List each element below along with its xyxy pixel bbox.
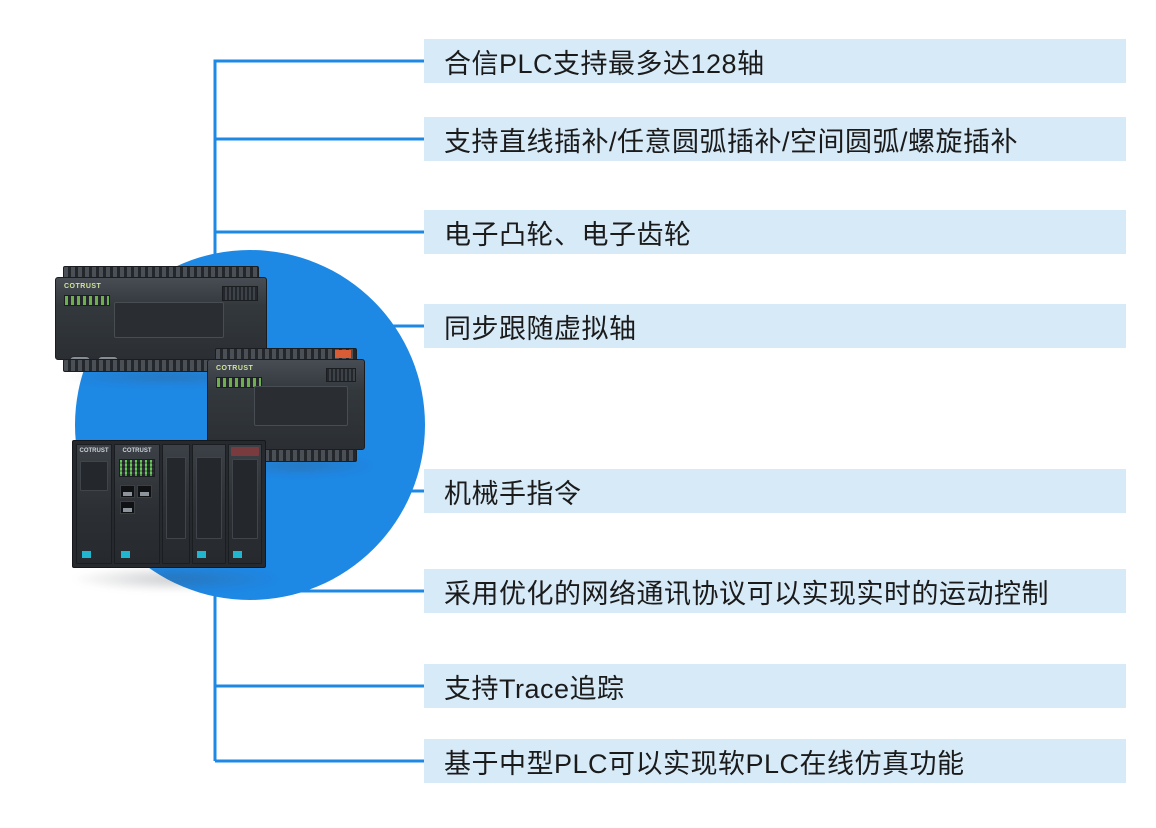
brand-label: COTRUST	[122, 448, 152, 454]
feature-bar-4: 同步跟随虚拟轴	[424, 304, 1126, 348]
ethernet-port-icon	[120, 501, 135, 514]
connector-top-group	[213, 59, 424, 254]
feature-label: 电子凸轮、电子齿轮	[444, 219, 692, 250]
feature-label: 同步跟随虚拟轴	[444, 313, 637, 344]
rack-module-power: COTRUST	[76, 444, 112, 564]
cyan-accent-chip	[197, 551, 206, 558]
device-reflection	[70, 566, 280, 592]
feature-bar-8: 基于中型PLC可以实现软PLC在线仿真功能	[424, 739, 1126, 783]
feature-label: 机械手指令	[444, 478, 582, 509]
feature-label: 采用优化的网络通讯协议可以实现实时的运动控制	[444, 578, 1049, 609]
ethernet-port-icon	[120, 485, 135, 498]
cyan-accent-chip	[82, 551, 91, 558]
rack-module-cpu: COTRUST	[114, 444, 160, 564]
module-slot	[166, 457, 186, 539]
feature-bar-5: 机械手指令	[424, 469, 1126, 513]
brand-label: COTRUST	[64, 283, 102, 290]
module-header-band	[231, 447, 259, 456]
panel-door	[254, 386, 348, 426]
feature-bar-6: 采用优化的网络通讯协议可以实现实时的运动控制	[424, 569, 1126, 613]
feature-bar-3: 电子凸轮、电子齿轮	[424, 210, 1126, 254]
feature-label: 支持直线插补/任意圆弧插补/空间圆弧/螺旋插补	[444, 126, 1019, 157]
vent-grille	[222, 286, 258, 301]
status-led-row	[216, 377, 262, 388]
feature-bar-1: 合信PLC支持最多达128轴	[424, 39, 1126, 83]
brand-label: COTRUST	[79, 448, 109, 454]
panel-door	[114, 302, 224, 338]
led-grid	[119, 459, 155, 477]
ethernet-port-icon	[137, 485, 152, 498]
accent-chip	[335, 350, 351, 358]
feature-label: 支持Trace追踪	[444, 673, 625, 704]
module-slot	[232, 459, 258, 539]
rack-module-io	[228, 444, 262, 564]
vent-grille	[326, 368, 356, 382]
brand-label: COTRUST	[216, 365, 254, 372]
plc-device-compact-2: COTRUST	[207, 348, 365, 462]
feature-label: 基于中型PLC可以实现软PLC在线仿真功能	[444, 748, 965, 779]
rack-module-io	[192, 444, 226, 564]
module-slot	[80, 461, 108, 491]
status-led-row	[64, 295, 110, 306]
cyan-accent-chip	[233, 551, 242, 558]
device-front-panel: COTRUST	[55, 277, 267, 360]
feature-bar-7: 支持Trace追踪	[424, 664, 1126, 708]
device-front-panel: COTRUST	[207, 359, 365, 450]
plc-device-rack: COTRUST COTRUST	[72, 440, 266, 568]
feature-bar-2: 支持直线插补/任意圆弧插补/空间圆弧/螺旋插补	[424, 117, 1126, 161]
cyan-accent-chip	[121, 551, 130, 558]
module-slot	[196, 457, 222, 539]
rack-module-io	[162, 444, 190, 564]
feature-label: 合信PLC支持最多达128轴	[444, 48, 765, 79]
